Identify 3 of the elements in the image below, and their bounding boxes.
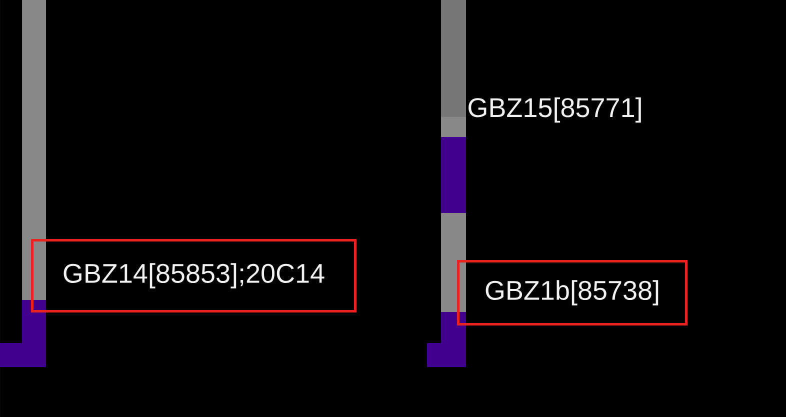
highlight-box: GBZ14[85853];20C14 [31,239,356,312]
highlight-box: GBZ1b[85738] [457,260,688,326]
track-label: GBZ15[85771] [468,97,641,123]
